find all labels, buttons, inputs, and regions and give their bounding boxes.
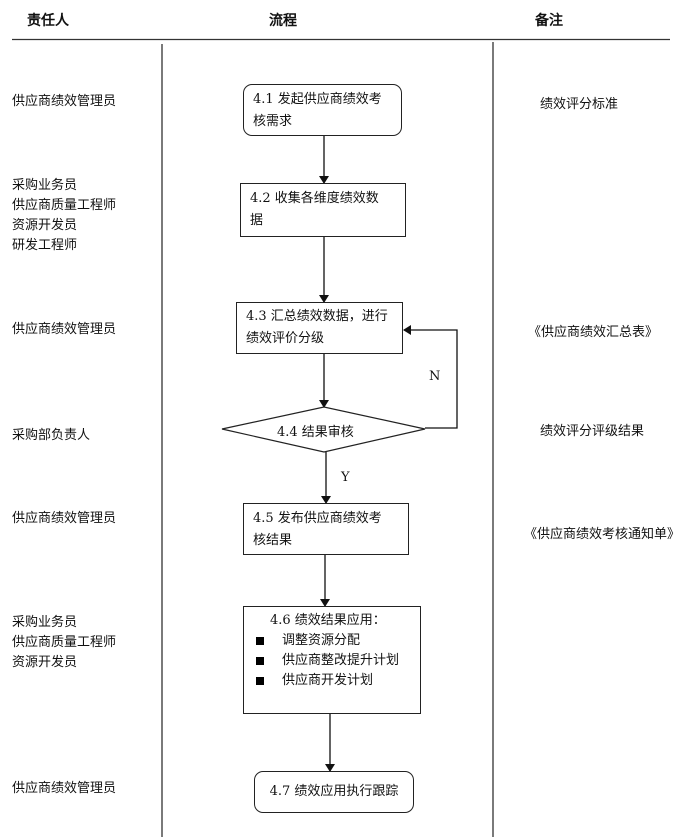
role-line: 供应商绩效管理员	[12, 781, 117, 796]
bullet-square-icon	[256, 677, 264, 685]
role-step-45: 供应商绩效管理员	[12, 509, 116, 529]
role-line: 供应商绩效管理员	[12, 94, 117, 109]
bullet-item: 调整资源分配	[252, 631, 412, 651]
step-44-review: 4.4 结果审核	[277, 425, 354, 440]
role-line: 供应商质量工程师	[12, 635, 117, 650]
step-text: 4.3 汇总绩效数据，进行	[246, 309, 388, 324]
bullet-square-icon	[256, 637, 264, 645]
role-step-42: 采购业务员 供应商质量工程师 资源开发员 研发工程师	[12, 176, 116, 256]
step-41-start: 4.1 发起供应商绩效考 核需求	[243, 84, 402, 136]
branch-label-no: N	[429, 369, 441, 384]
role-line: 供应商绩效管理员	[12, 511, 117, 526]
step-text: 据	[250, 213, 264, 228]
bullet-item: 供应商整改提升计划	[252, 651, 412, 671]
step-text: 4.2 收集各维度绩效数	[250, 191, 379, 206]
header-role: 责任人	[27, 13, 69, 29]
role-line: 资源开发员	[12, 218, 78, 233]
role-step-43: 供应商绩效管理员	[12, 320, 116, 340]
bullet-text: 供应商开发计划	[282, 673, 374, 688]
step-text: 4.5 发布供应商绩效考	[253, 511, 382, 526]
step-text: 核需求	[253, 114, 293, 129]
step-43-summarize: 4.3 汇总绩效数据，进行 绩效评价分级	[236, 302, 403, 354]
note-summary-table: 《供应商绩效汇总表》	[528, 325, 659, 340]
role-line: 供应商质量工程师	[12, 198, 117, 213]
note-scoring-standard: 绩效评分标准	[540, 97, 619, 112]
bullet-text: 供应商整改提升计划	[282, 653, 400, 668]
step-text: 4.7 绩效应用执行跟踪	[269, 784, 399, 799]
note-notification-form: 《供应商绩效考核通知单》	[524, 527, 681, 542]
decision-diamond	[221, 406, 426, 453]
step-45-publish: 4.5 发布供应商绩效考 核结果	[243, 503, 409, 555]
step-text: 4.1 发起供应商绩效考	[253, 92, 382, 107]
role-line: 采购业务员	[12, 615, 78, 630]
role-step-46: 采购业务员 供应商质量工程师 资源开发员	[12, 613, 116, 673]
branch-label-yes: Y	[341, 470, 350, 485]
bullet-text: 调整资源分配	[282, 633, 361, 648]
role-line: 研发工程师	[12, 238, 78, 253]
step-text: 绩效评价分级	[246, 331, 325, 346]
role-step-41: 供应商绩效管理员	[12, 92, 116, 112]
step-47-track: 4.7 绩效应用执行跟踪	[254, 771, 414, 813]
header-notes: 备注	[535, 13, 563, 29]
step-title: 4.6 绩效结果应用：	[270, 613, 386, 628]
role-line: 采购业务员	[12, 178, 78, 193]
bullet-item: 供应商开发计划	[252, 671, 412, 691]
role-line: 采购部负责人	[12, 428, 91, 443]
role-line: 供应商绩效管理员	[12, 322, 117, 337]
step-text: 核结果	[253, 533, 293, 548]
header-process: 流程	[269, 13, 297, 29]
step-46-apply: 4.6 绩效结果应用： 调整资源分配 供应商整改提升计划 供应商开发计划	[243, 606, 421, 714]
step-42-collect: 4.2 收集各维度绩效数 据	[240, 183, 406, 237]
arrow-no-loop	[403, 325, 458, 429]
note-rating-result: 绩效评分评级结果	[540, 424, 645, 439]
role-step-47: 供应商绩效管理员	[12, 779, 116, 799]
bullet-square-icon	[256, 657, 264, 665]
role-line: 资源开发员	[12, 655, 78, 670]
role-step-44: 采购部负责人	[12, 426, 90, 446]
